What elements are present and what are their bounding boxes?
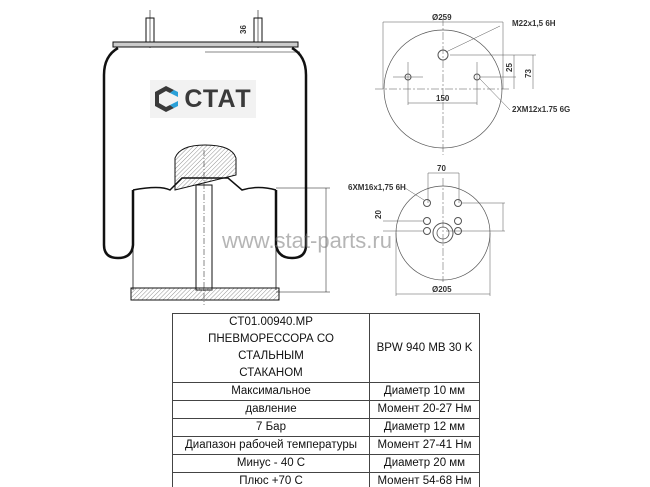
dim-25: 25 [505, 63, 514, 72]
table-cell: Плюс +70 С [172, 472, 370, 487]
table-cell: Максимальное [172, 382, 370, 401]
dim-150: 150 [436, 94, 450, 103]
dim-70: 70 [437, 164, 446, 173]
dim-73: 73 [524, 69, 533, 78]
product-code: CT01.00940.MP [229, 316, 313, 328]
cross-reference-cell: BPW 940 MB 30 K [369, 313, 480, 383]
top-diameter: Ø259 [432, 13, 452, 22]
bottom-diameter: Ø205 [432, 285, 452, 294]
side-threads-label: 2XM12x1.75 6G [512, 105, 570, 114]
product-title-cell: CT01.00940.MP ПНЕВМОРЕССОРА СО СТАЛЬНЫМ … [172, 313, 370, 383]
watermark: www.stat-parts.ru [222, 228, 392, 253]
product-name-line1: ПНЕВМОРЕССОРА СО СТАЛЬНЫМ [208, 333, 334, 362]
logo: СТАТ [150, 80, 256, 118]
table-cell: Диапазон рабочей температуры [172, 436, 370, 455]
table-cell: Момент 20-27 Нм [369, 400, 480, 419]
logo-hexagon-icon [155, 86, 179, 112]
table-cell: давление [172, 400, 370, 419]
bottom-plate-view [383, 172, 505, 296]
top-plate-view [375, 18, 536, 155]
table-cell: Диаметр 12 мм [369, 418, 480, 437]
dim-20: 20 [374, 210, 383, 219]
center-thread-label: M22x1,5 6H [512, 19, 556, 28]
table-cell: Диаметр 20 мм [369, 454, 480, 473]
bottom-threads-label: 6XM16x1,75 6H [348, 183, 406, 192]
table-row: CT01.00940.MP ПНЕВМОРЕССОРА СО СТАЛЬНЫМ … [172, 313, 480, 383]
table-cell: 7 Бар [172, 418, 370, 437]
logo-text: СТАТ [184, 84, 252, 113]
table-cell: Момент 54-68 Нм [369, 472, 480, 487]
table-cell: Диаметр 10 мм [369, 382, 480, 401]
spec-table: CT01.00940.MP ПНЕВМОРЕССОРА СО СТАЛЬНЫМ … [172, 313, 480, 487]
air-spring-side-view [102, 10, 330, 305]
table-cell: Момент 27-41 Нм [369, 436, 480, 455]
product-name-line2: СТАКАНОМ [239, 367, 303, 379]
stud-dimension: 36 [239, 25, 248, 34]
table-cell: Минус - 40 С [172, 454, 370, 473]
